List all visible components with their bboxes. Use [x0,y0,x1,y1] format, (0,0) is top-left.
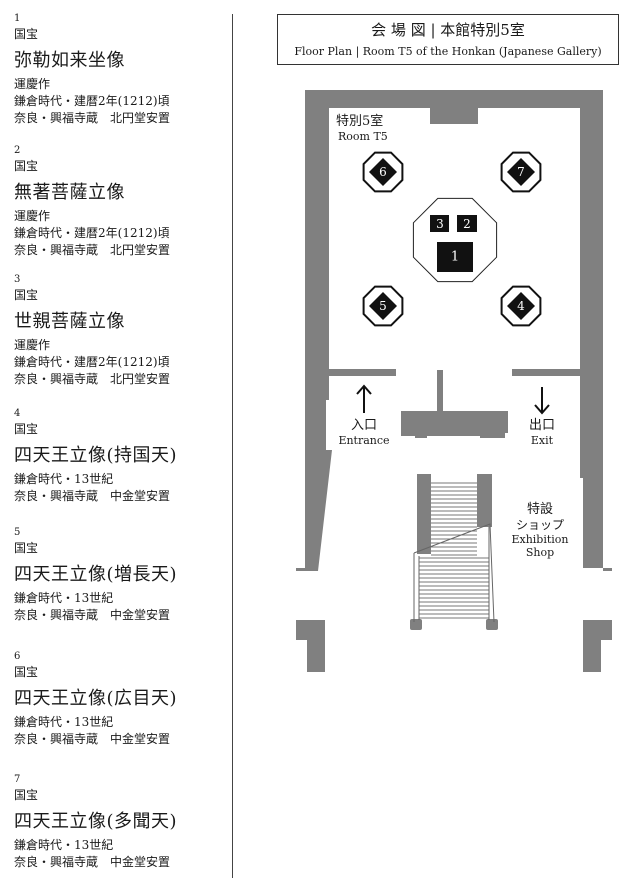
item-rank: 国宝 [14,288,39,302]
item-artist: 運慶作 [14,77,51,91]
exhibit-item-6: 6 国宝 四天王立像(広目天) 鎌倉時代・13世紀 奈良・興福寺蔵 中金堂安置 [14,650,229,748]
shop-label: 特設 ショップ Exhibition Shop [505,502,575,559]
room-label: 特別5室 Room T5 [336,114,388,143]
floor-plan-title-box: 会 場 図 | 本館特別5室 Floor Plan | Room T5 of t… [277,14,619,65]
marker-6 [369,158,397,186]
exhibit-item-5: 5 国宝 四天王立像(増長天) 鎌倉時代・13世紀 奈良・興福寺蔵 中金堂安置 [14,526,229,624]
exhibit-item-3: 3 国宝 世親菩薩立像 運慶作 鎌倉時代・建暦2年(1212)頃 奈良・興福寺蔵… [14,273,229,388]
item-period: 鎌倉時代・建暦2年(1212)頃 [14,226,170,240]
reception-counter [401,411,508,438]
item-title: 四天王立像(持国天) [14,445,178,466]
item-period: 鎌倉時代・建暦2年(1212)頃 [14,355,170,369]
stair-wall-left [417,474,431,554]
item-number: 2 [14,145,21,156]
entrance-label-en: Entrance [338,434,390,447]
marker-7-label: 7 [517,165,525,179]
exit-arrow-icon [534,387,550,415]
item-owner: 奈良・興福寺蔵 北円堂安置 [14,111,171,125]
exhibit-item-4: 4 国宝 四天王立像(持国天) 鎌倉時代・13世紀 奈良・興福寺蔵 中金堂安置 [14,407,229,505]
entrance-label-ja: 入口 [350,418,377,433]
marker-3-label: 3 [436,217,444,231]
item-title: 四天王立像(広目天) [14,688,178,709]
item-period: 鎌倉時代・13世紀 [14,472,114,486]
room-label-en: Room T5 [338,130,388,143]
item-owner: 奈良・興福寺蔵 北円堂安置 [14,243,171,257]
item-owner: 奈良・興福寺蔵 中金堂安置 [14,608,171,622]
entrance-label: 入口 Entrance [333,418,395,447]
item-title: 世親菩薩立像 [14,311,125,332]
walls [296,90,612,672]
exhibit-markers: 1 2 3 4 5 6 7 [362,151,542,327]
room-label-ja: 特別5室 [336,114,384,129]
shop-label-ja2: ショップ [515,518,564,532]
item-rank: 国宝 [14,27,39,41]
item-number: 7 [14,774,21,785]
item-rank: 国宝 [14,665,39,679]
item-title: 無著菩薩立像 [14,182,125,203]
shop-label-ja1: 特設 [526,502,553,517]
marker-6-label: 6 [379,165,387,179]
exhibit-item-7: 7 国宝 四天王立像(多聞天) 鎌倉時代・13世紀 奈良・興福寺蔵 中金堂安置 [14,773,229,871]
shop-label-en2: Shop [525,546,555,559]
item-number: 1 [14,13,21,24]
staircase [419,482,489,619]
marker-5 [369,292,397,320]
room-bottom-wall-right [512,369,580,376]
marker-2 [457,215,477,232]
center-post [437,370,443,412]
item-title: 四天王立像(増長天) [14,564,178,585]
entrance-arrow-icon [356,384,372,413]
marker-3 [430,215,449,232]
marker-5-label: 5 [379,299,387,313]
corridor-wall-left [296,370,332,571]
item-rank: 国宝 [14,541,39,555]
exit-label: 出口 Exit [520,418,564,447]
marker-2-label: 2 [463,217,471,231]
item-rank: 国宝 [14,422,39,436]
exhibit-item-2: 2 国宝 無著菩薩立像 運慶作 鎌倉時代・建暦2年(1212)頃 奈良・興福寺蔵… [14,144,229,259]
item-owner: 奈良・興福寺蔵 北円堂安置 [14,372,171,386]
marker-4 [507,292,535,320]
room-bottom-wall-left [329,369,396,376]
item-period: 鎌倉時代・13世紀 [14,715,114,729]
marker-1-label: 1 [451,250,459,265]
item-period: 鎌倉時代・建暦2年(1212)頃 [14,94,170,108]
item-rank: 国宝 [14,788,39,802]
item-rank: 国宝 [14,159,39,173]
item-owner: 奈良・興福寺蔵 中金堂安置 [14,732,171,746]
column-divider [232,14,233,878]
stair-post-right [486,619,498,630]
item-title: 四天王立像(多聞天) [14,811,178,832]
marker-1 [437,242,473,272]
lower-block-left [296,620,325,672]
item-artist: 運慶作 [14,209,51,223]
exhibit-item-1: 1 国宝 弥勒如来坐像 運慶作 鎌倉時代・建暦2年(1212)頃 奈良・興福寺蔵… [14,12,229,127]
shop-outline [413,523,495,623]
item-number: 4 [14,408,21,419]
marker-4-label: 4 [517,299,525,313]
item-period: 鎌倉時代・13世紀 [14,591,114,605]
corridor-wall-right [580,370,612,571]
item-title: 弥勒如来坐像 [14,50,125,71]
lower-block-right [583,620,612,672]
exit-label-ja: 出口 [528,418,555,433]
floor-plan-title-ja: 会 場 図 | 本館特別5室 [371,21,525,39]
shop-label-en1: Exhibition [511,533,569,546]
item-owner: 奈良・興福寺蔵 中金堂安置 [14,855,171,869]
item-number: 3 [14,274,21,285]
floor-plan-title-en: Floor Plan | Room T5 of the Honkan (Japa… [294,45,602,58]
item-number: 5 [14,527,21,538]
item-period: 鎌倉時代・13世紀 [14,838,114,852]
stair-post-left [410,619,422,630]
stair-wall-right [477,474,492,527]
item-number: 6 [14,651,21,662]
item-artist: 運慶作 [14,338,51,352]
marker-7 [507,158,535,186]
item-owner: 奈良・興福寺蔵 中金堂安置 [14,489,171,503]
exit-label-en: Exit [530,434,554,447]
